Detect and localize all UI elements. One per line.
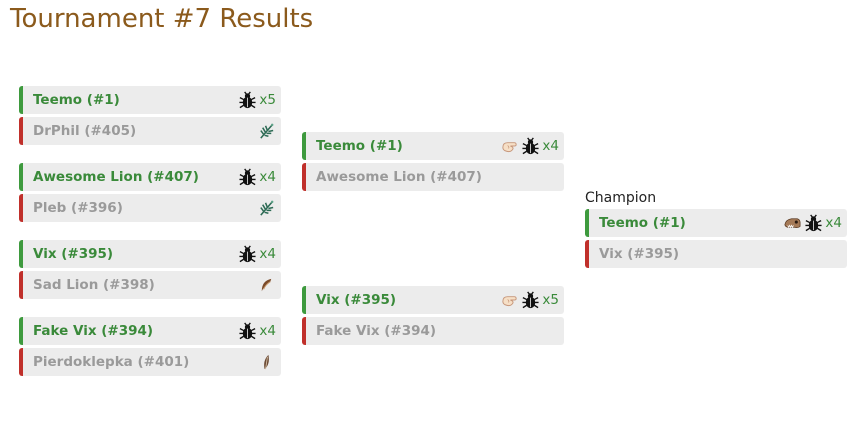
player-name: Vix (#395) <box>33 246 114 262</box>
loot-list: x5 <box>500 291 559 310</box>
player-name: Sad Lion (#398) <box>33 277 155 293</box>
loser-row[interactable]: Sad Lion (#398) <box>19 271 281 299</box>
loot-list: x5 <box>238 91 276 110</box>
feather-icon <box>257 353 276 372</box>
pet-icon-slot <box>257 199 276 218</box>
bug-icon <box>804 214 823 233</box>
loot-list: x4 <box>238 168 276 187</box>
pet-icon-slot <box>257 353 276 372</box>
bug-icon <box>238 245 257 264</box>
player-name: Fake Vix (#394) <box>316 323 437 339</box>
player-name: DrPhil (#405) <box>33 123 137 139</box>
claw-icon <box>257 276 276 295</box>
player-name: Vix (#395) <box>599 246 680 262</box>
player-name: Teemo (#1) <box>599 215 686 231</box>
loot-list: x4 <box>500 137 559 156</box>
winner-row[interactable]: Teemo (#1) x4 <box>585 209 847 237</box>
loot-list: x4 <box>238 322 276 341</box>
pet-icon-slot <box>257 122 276 141</box>
loser-row[interactable]: Pierdoklepka (#401) <box>19 348 281 376</box>
player-name: Vix (#395) <box>316 292 397 308</box>
player-name: Pierdoklepka (#401) <box>33 354 190 370</box>
page-title: Tournament #7 Results <box>10 4 314 34</box>
loot-count: x5 <box>259 92 276 108</box>
player-name: Teemo (#1) <box>33 92 120 108</box>
loot-count: x4 <box>542 138 559 154</box>
winner-row[interactable]: Teemo (#1) x5 <box>19 86 281 114</box>
bug-icon <box>521 291 540 310</box>
player-name: Fake Vix (#394) <box>33 323 154 339</box>
player-name: Awesome Lion (#407) <box>316 169 482 185</box>
winner-row[interactable]: Vix (#395) x4 <box>19 240 281 268</box>
loser-row[interactable]: Awesome Lion (#407) <box>302 163 564 191</box>
loot-count: x4 <box>259 323 276 339</box>
loot-list: x4 <box>783 214 842 233</box>
fern-icon <box>257 199 276 218</box>
loser-row[interactable]: DrPhil (#405) <box>19 117 281 145</box>
bug-icon <box>238 322 257 341</box>
loot-count: x4 <box>259 169 276 185</box>
winner-row[interactable]: Teemo (#1) x4 <box>302 132 564 160</box>
bug-icon <box>238 91 257 110</box>
player-name: Teemo (#1) <box>316 138 403 154</box>
dino-skull-icon <box>783 214 802 233</box>
loot-count: x4 <box>825 215 842 231</box>
loot-list: x4 <box>238 245 276 264</box>
champion-label: Champion <box>585 190 657 206</box>
loser-row[interactable]: Pleb (#396) <box>19 194 281 222</box>
winner-row[interactable]: Awesome Lion (#407) x4 <box>19 163 281 191</box>
bug-icon <box>521 137 540 156</box>
loot-count: x4 <box>259 246 276 262</box>
player-name: Pleb (#396) <box>33 200 123 216</box>
winner-row[interactable]: Vix (#395) x5 <box>302 286 564 314</box>
fern-icon <box>257 122 276 141</box>
player-name: Awesome Lion (#407) <box>33 169 199 185</box>
winner-row[interactable]: Fake Vix (#394) x4 <box>19 317 281 345</box>
loser-row[interactable]: Vix (#395) <box>585 240 847 268</box>
bug-icon <box>238 168 257 187</box>
pet-icon-slot <box>257 276 276 295</box>
loser-row[interactable]: Fake Vix (#394) <box>302 317 564 345</box>
loot-count: x5 <box>542 292 559 308</box>
hand-icon <box>500 137 519 156</box>
hand-icon <box>500 291 519 310</box>
